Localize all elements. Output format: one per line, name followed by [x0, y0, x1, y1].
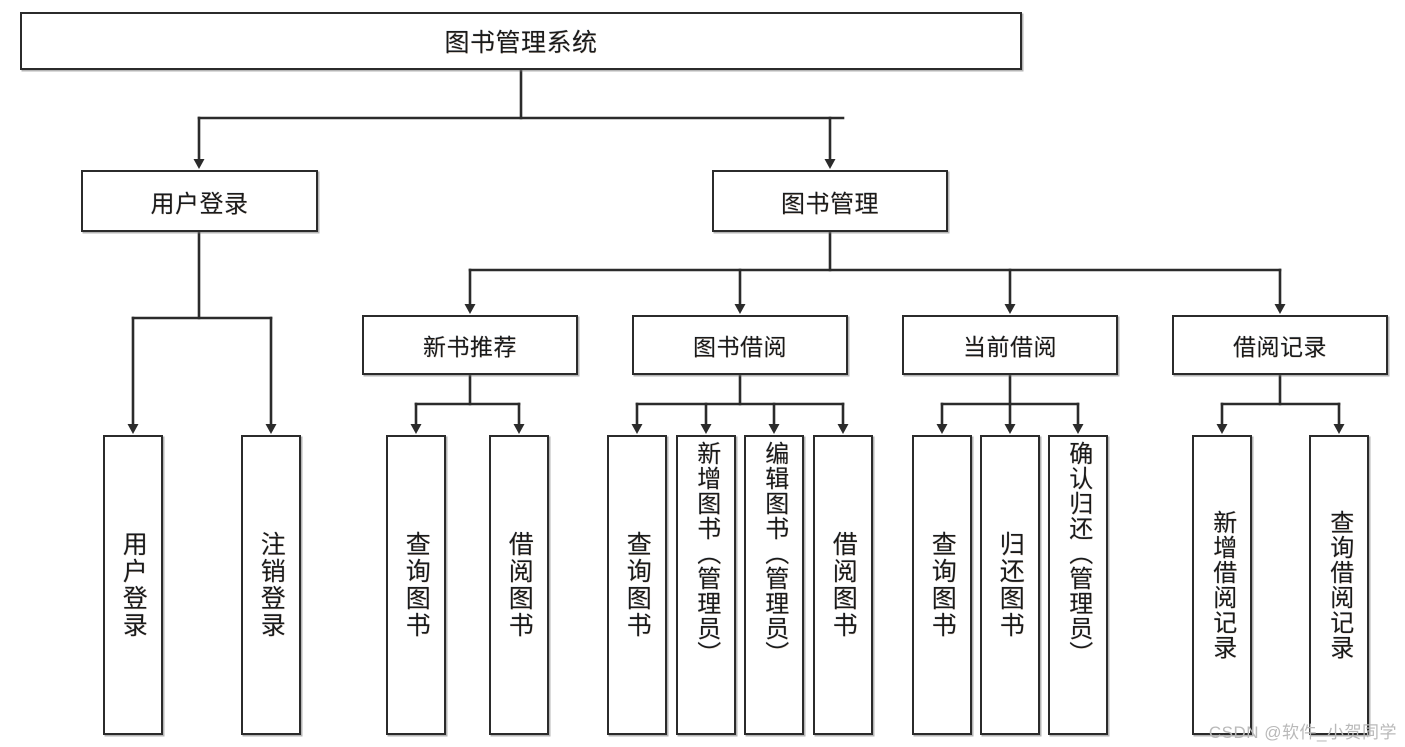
leaf-borrow-book[interactable]: 借阅图书	[813, 435, 873, 735]
node-root[interactable]: 图书管理系统	[20, 12, 1022, 70]
leaf-confirm-return-admin[interactable]: 确认归还（管理员）	[1048, 435, 1108, 735]
leaf-edit-book-admin[interactable]: 编辑图书（管理员）	[744, 435, 804, 735]
leaf-add-book-admin-label: 新增图书（管理员）	[692, 441, 720, 666]
node-book-borrow[interactable]: 图书借阅	[632, 315, 848, 375]
leaf-user-login[interactable]: 用户登录	[103, 435, 163, 735]
node-user-login[interactable]: 用户登录	[81, 170, 318, 232]
leaf-logout[interactable]: 注销登录	[241, 435, 301, 735]
leaf-query-book-current-label: 查询图书	[928, 531, 957, 639]
leaf-user-login-label: 用户登录	[119, 531, 148, 639]
leaf-query-borrow-record[interactable]: 查询借阅记录	[1309, 435, 1369, 735]
leaf-logout-label: 注销登录	[257, 531, 286, 639]
leaf-add-book-admin[interactable]: 新增图书（管理员）	[676, 435, 736, 735]
node-borrow-record[interactable]: 借阅记录	[1172, 315, 1388, 375]
leaf-add-borrow-record-label: 新增借阅记录	[1208, 510, 1236, 660]
leaf-return-book[interactable]: 归还图书	[980, 435, 1040, 735]
node-book-management-label: 图书管理	[781, 190, 879, 218]
leaf-borrow-book-recommend[interactable]: 借阅图书	[489, 435, 549, 735]
node-user-login-label: 用户登录	[150, 190, 249, 218]
leaf-add-borrow-record[interactable]: 新增借阅记录	[1192, 435, 1252, 735]
leaf-query-borrow-record-label: 查询借阅记录	[1325, 510, 1353, 660]
leaf-query-book-label: 查询图书	[623, 531, 652, 639]
node-new-book-recommend-label: 新书推荐	[423, 334, 517, 360]
leaf-query-book-recommend[interactable]: 查询图书	[386, 435, 446, 735]
leaf-query-book[interactable]: 查询图书	[607, 435, 667, 735]
node-root-label: 图书管理系统	[444, 29, 598, 57]
leaf-query-book-recommend-label: 查询图书	[402, 531, 431, 639]
leaf-edit-book-admin-label: 编辑图书（管理员）	[760, 441, 788, 666]
node-book-management[interactable]: 图书管理	[712, 170, 948, 232]
watermark: CSDN @软件_小贺同学	[1208, 723, 1397, 742]
leaf-borrow-book-label: 借阅图书	[829, 531, 858, 639]
leaf-query-book-current[interactable]: 查询图书	[912, 435, 972, 735]
node-new-book-recommend[interactable]: 新书推荐	[362, 315, 578, 375]
node-current-borrow-label: 当前借阅	[963, 334, 1057, 360]
node-book-borrow-label: 图书借阅	[693, 334, 787, 360]
leaf-borrow-book-recommend-label: 借阅图书	[505, 531, 534, 639]
leaf-return-book-label: 归还图书	[996, 531, 1025, 639]
node-borrow-record-label: 借阅记录	[1233, 334, 1327, 360]
leaf-confirm-return-admin-label: 确认归还（管理员）	[1064, 441, 1092, 666]
node-current-borrow[interactable]: 当前借阅	[902, 315, 1118, 375]
